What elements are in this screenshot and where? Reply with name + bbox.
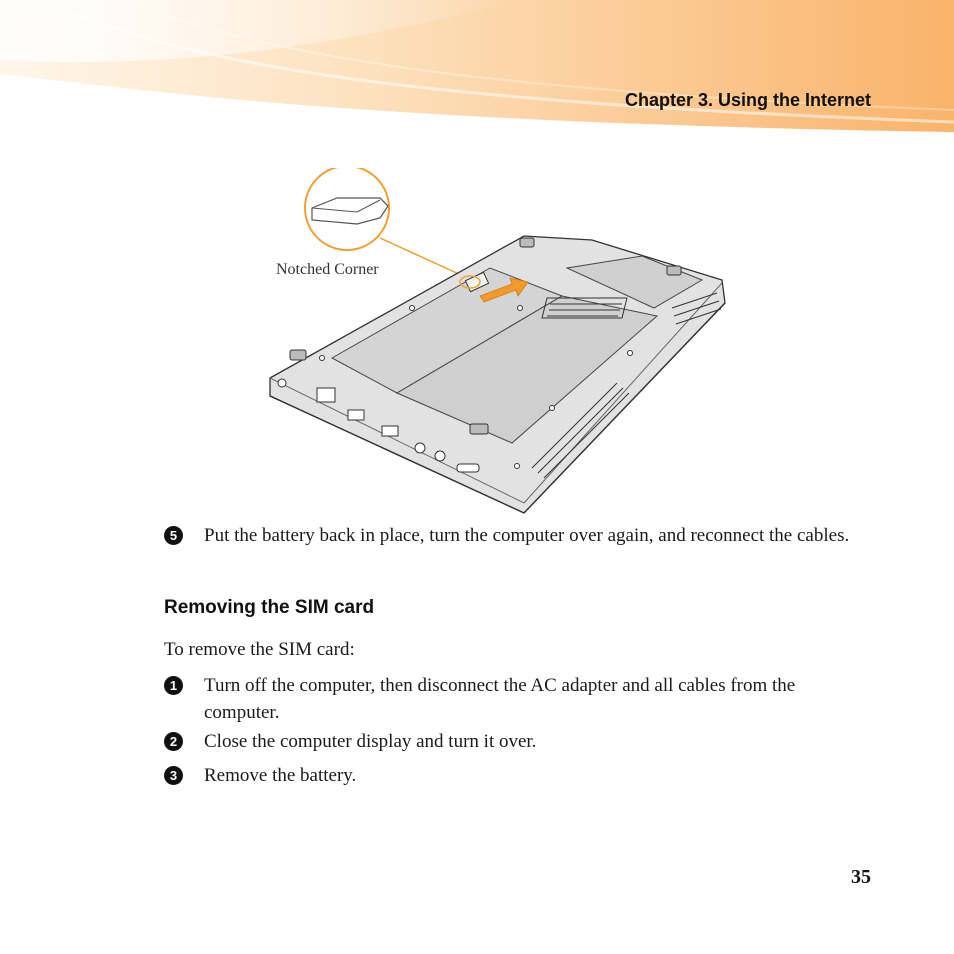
chapter-title: Chapter 3. Using the Internet <box>624 90 871 110</box>
section-heading: Removing the SIM card <box>164 597 375 618</box>
step-number-badge: 2 <box>164 732 183 751</box>
step-text: Remove the battery. <box>204 765 357 786</box>
header-decoration <box>0 0 954 132</box>
step-number-badge: 1 <box>164 676 183 695</box>
page-number: 35 <box>851 866 871 888</box>
step-text: Close the computer display and turn it o… <box>204 731 537 752</box>
step-text: Put the battery back in place, turn the … <box>204 525 850 546</box>
notched-corner-label: Notched Corner <box>276 261 379 278</box>
intro-text: To remove the SIM card: <box>164 639 355 660</box>
step-number-badge: 5 <box>164 526 183 545</box>
laptop-underside-illustration <box>269 168 726 514</box>
step-text: Turn off the computer, then disconnect t… <box>204 675 796 723</box>
step-number-badge: 3 <box>164 766 183 785</box>
